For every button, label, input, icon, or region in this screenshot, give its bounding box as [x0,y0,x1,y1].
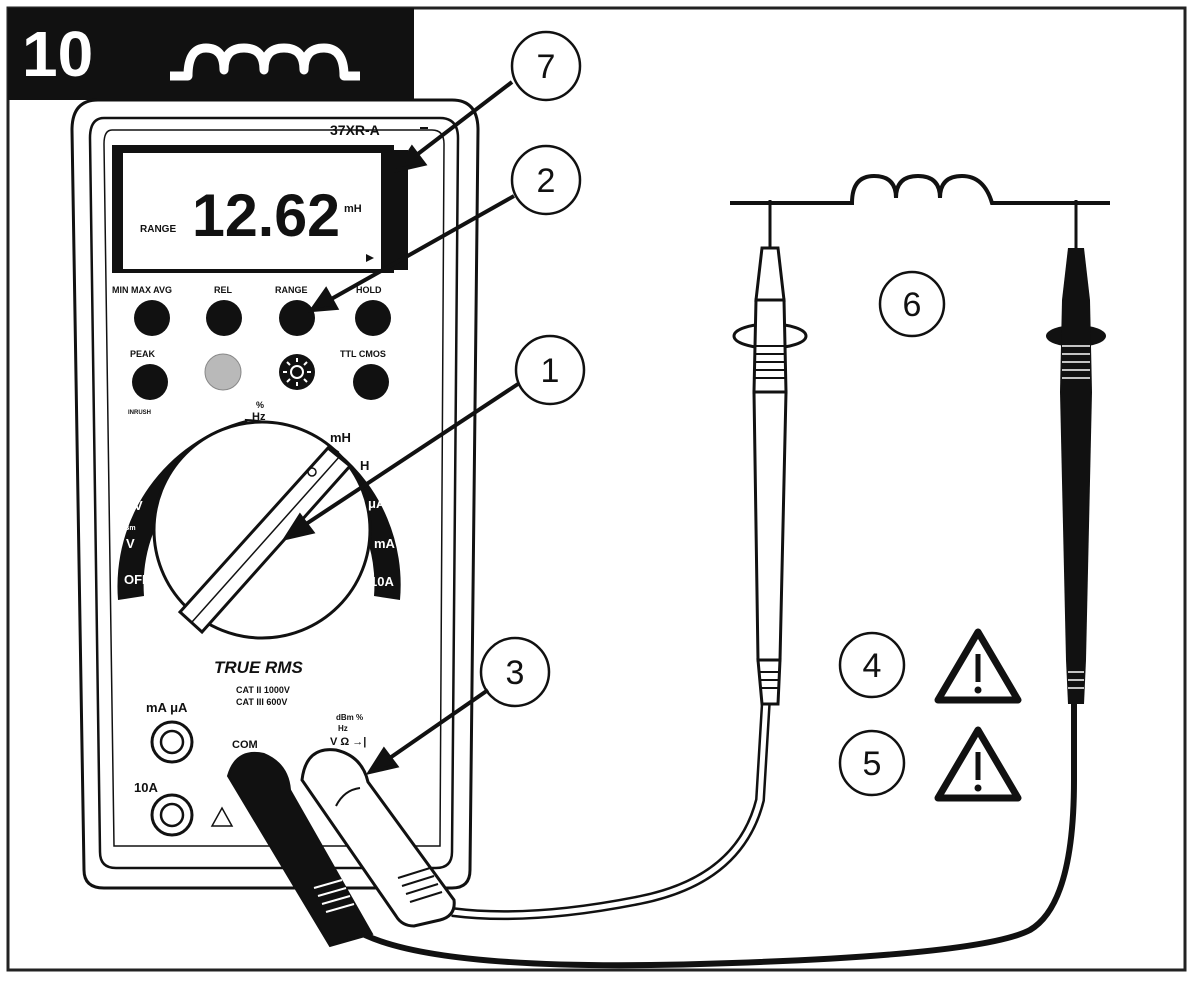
warning-triangle-icon-4 [934,628,1022,704]
callout-5: 5 [838,729,906,797]
dial-label-percent: % [256,400,264,410]
jack-label-ma-ua: mA μA [146,700,188,715]
label-range: RANGE [275,285,308,295]
meter-inner-body [103,129,445,847]
figure-number: 10 [22,18,93,90]
dial-label-diode: →| [172,431,186,443]
dial-label-mh: mH [330,430,351,445]
callout-7-number: 7 [537,48,556,86]
jack-label-vohm-top: dBm % [336,713,363,722]
buttons-row2 [132,353,389,400]
jack-label-10a: 10A [134,780,158,795]
hold-button [355,300,391,336]
buttons-row1 [134,300,391,336]
dial-label-vdc: V [134,498,143,513]
dial-label-capacitance: ⊣⊢ [290,414,309,427]
figure-frame [6,6,1187,972]
multimeter: 37XR-A RANGE 12.62 mH MIN MAX AVG REL RA… [70,98,480,890]
backlight-icon [290,365,304,379]
callout-3-number: 3 [506,654,525,692]
input-jacks: mA μA 10A COM dBm % Hz V Ω →| [134,700,366,837]
rel-button [206,300,242,336]
figure-header: 10 [8,8,414,100]
dial-label-hz: Hz [252,411,266,423]
callout-6-number: 6 [903,286,922,324]
cat-line-2: CAT III 600V [236,697,287,707]
ttl-cmos-button [353,364,389,400]
leader-1 [298,382,520,530]
grey-button [204,353,242,391]
dial-label-logic: LOGIC [200,410,229,420]
label-inrush: INRUSH [128,410,151,416]
callout-7: 7 [510,30,582,102]
dial-label-ua: μA [368,496,386,511]
range-button [279,300,315,336]
dial-label-off: OFF [124,572,150,587]
lcd-display: RANGE 12.62 mH [112,145,408,273]
dial-pointer [177,445,353,635]
lcd-range-label: RANGE [140,224,176,235]
jack-label-com: COM [232,739,258,751]
leader-3 [382,688,490,764]
callout-1-number: 1 [541,352,560,390]
inductor-under-test [730,173,1110,205]
meter-model-label: 37XR-A [330,122,380,138]
cat-line-1: CAT II 1000V [236,685,290,695]
peak-button [132,364,168,400]
callout-1: 1 [514,334,586,406]
lcd-unit: mH [344,203,362,215]
callout-2: 2 [510,144,582,216]
callout-5-number: 5 [863,745,882,783]
jack-label-vohm-mid: Hz [338,724,348,733]
dial-label-vac: V [126,536,135,551]
callout-3: 3 [479,636,551,708]
black-test-probe [1046,200,1106,704]
dial-label-dbm: dBm [120,525,136,532]
label-rel: REL [214,285,233,295]
callout-2-number: 2 [537,162,556,200]
black-lead-cable [350,700,1077,969]
lcd-arrow-icon [366,254,374,262]
true-rms-label: TRUE RMS [214,658,303,677]
red-test-probe [732,200,808,706]
jack-warning-icon [210,806,234,827]
label-ttl-cmos: TTL CMOS [340,349,386,359]
dial-label-ohm: Ω [148,462,158,477]
label-min-max-avg: MIN MAX AVG [112,285,172,295]
com-plug [226,752,374,948]
lcd-reading: 12.62 [192,182,340,249]
rotary-dial: OFF dBm V V Ω →| LOGIC % Hz ⊣⊢ mH H μA m… [117,400,401,640]
dial-label-ma: mA [374,536,396,551]
leader-2 [325,194,515,304]
label-hold: HOLD [356,285,382,295]
backlight-button [279,354,315,390]
warning-triangle-icon-5 [934,726,1022,802]
label-peak: PEAK [130,349,156,359]
red-lead-cable [451,699,771,921]
inductor-symbol-icon [170,43,360,81]
vohm-plug [300,748,456,928]
min-max-avg-button [134,300,170,336]
jack-label-vohm: V Ω →| [330,736,366,748]
leader-7 [408,80,514,162]
dial-label-10a: 10A [370,574,394,589]
dial-label-h: H [360,458,369,473]
callout-4: 4 [838,631,906,699]
callout-6: 6 [878,270,946,338]
button-labels-row1: MIN MAX AVG REL RANGE HOLD [112,285,382,295]
callout-4-number: 4 [863,647,882,685]
